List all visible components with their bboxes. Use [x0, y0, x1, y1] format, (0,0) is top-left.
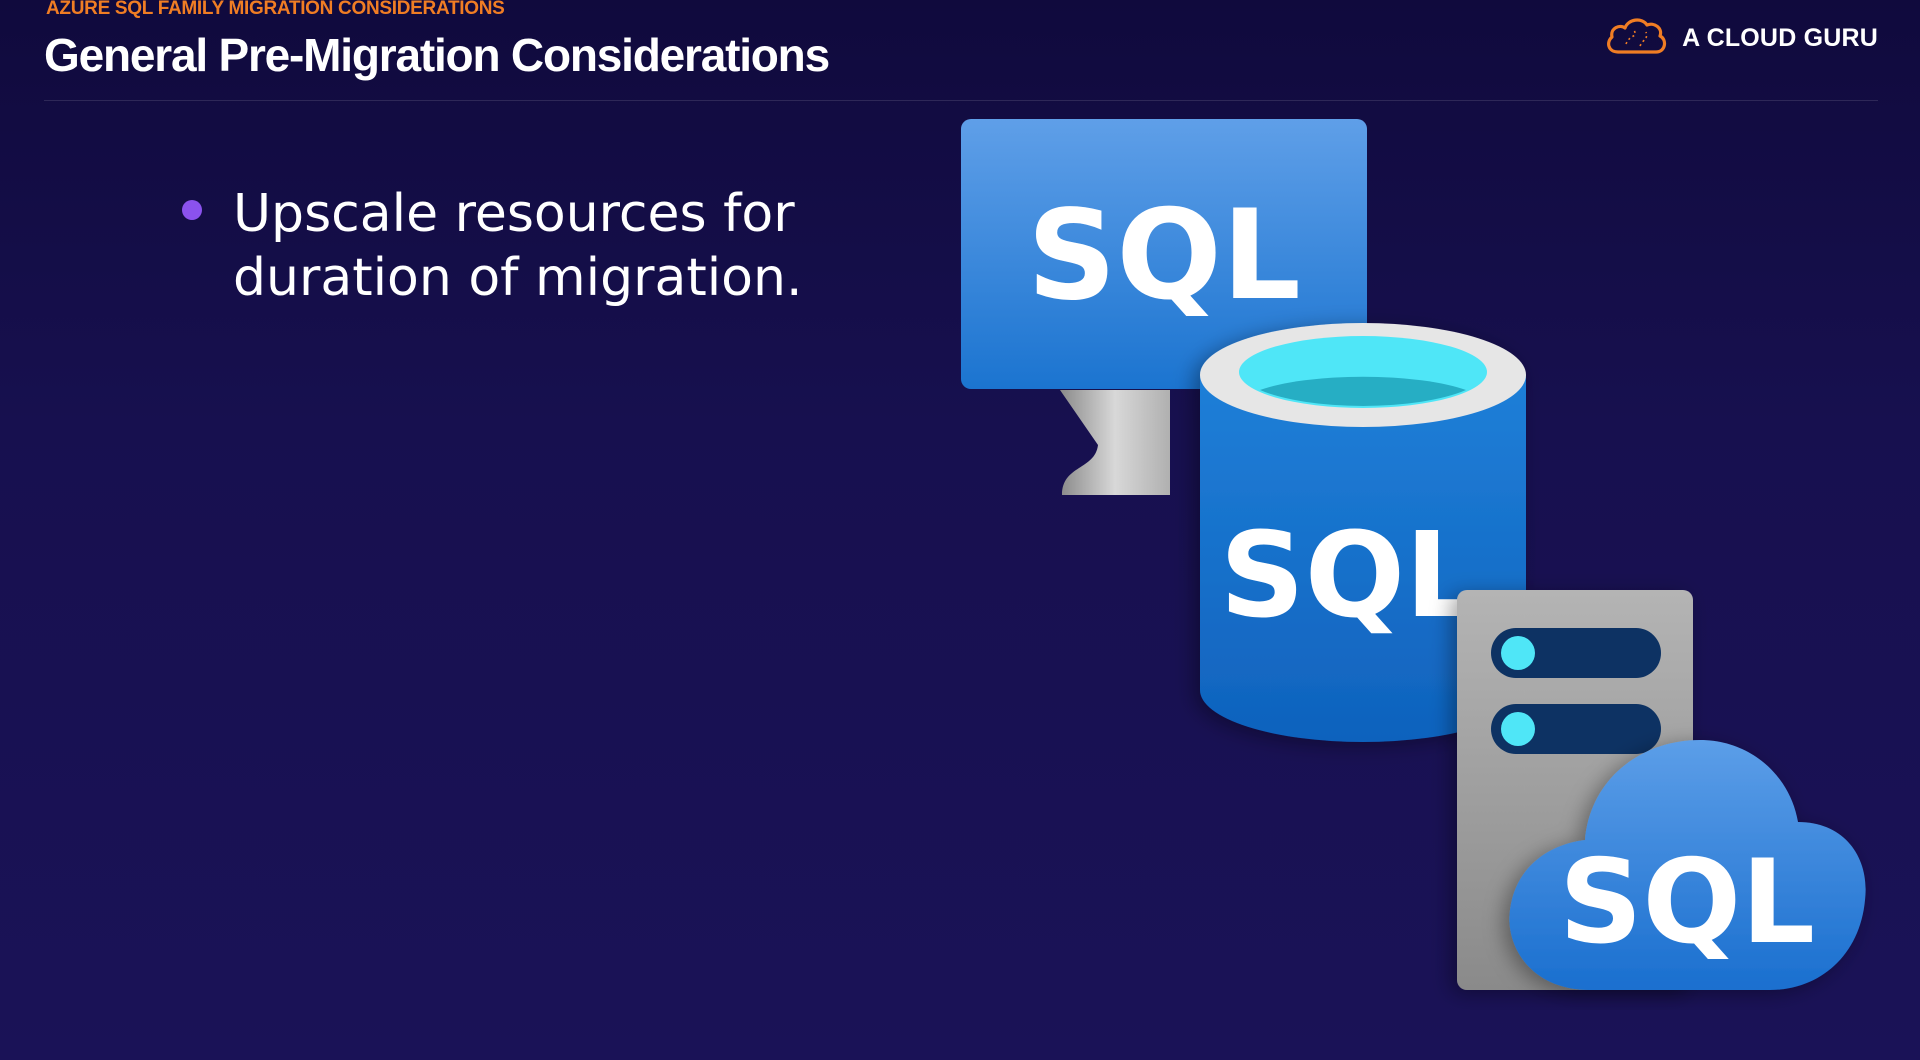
- slide-eyebrow: AZURE SQL FAMILY MIGRATION CONSIDERATION…: [46, 0, 505, 19]
- bullet-line: duration of migration.: [233, 248, 803, 308]
- monitor-sql-label: SQL: [1027, 184, 1301, 328]
- bullet-item: Upscale resources for duration of migrat…: [180, 182, 820, 310]
- brand-logo: A CLOUD GURU: [1604, 16, 1878, 60]
- cloud-sql-label: SQL: [1559, 835, 1815, 970]
- cloud-logo-icon: [1604, 16, 1668, 60]
- header-divider: [44, 100, 1878, 101]
- brand-name: A CLOUD GURU: [1682, 23, 1878, 52]
- sql-virtual-machine-icon: SQL: [961, 119, 1367, 495]
- sql-database-icon: SQL: [1200, 323, 1526, 742]
- sql-illustration: SQL SQL SQL: [950, 110, 1880, 1010]
- sql-cloud-icon: SQL: [1509, 740, 1866, 990]
- database-sql-label: SQL: [1220, 506, 1481, 644]
- bullet-dot-icon: [182, 200, 202, 220]
- page-title: General Pre-Migration Considerations: [44, 29, 830, 81]
- bullet-list: Upscale resources for duration of migrat…: [180, 182, 820, 310]
- bullet-line: Upscale resources for: [233, 184, 795, 244]
